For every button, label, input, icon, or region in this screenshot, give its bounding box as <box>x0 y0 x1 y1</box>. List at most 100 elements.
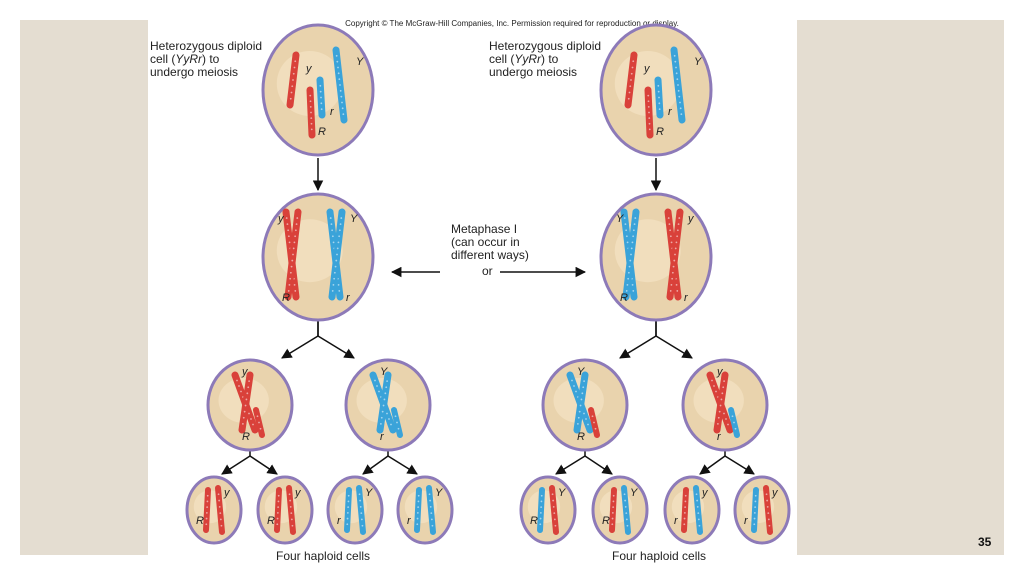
allele-label: Y <box>365 487 373 499</box>
chromosome-band <box>634 217 637 219</box>
label-line: cell (YyRr) to <box>150 52 220 66</box>
chromosome-band <box>219 512 222 515</box>
chromosome-band <box>716 422 719 425</box>
chromosome-band <box>431 524 434 527</box>
chromosome-band <box>658 108 661 111</box>
chromosome-band <box>697 518 700 521</box>
chromosome-band <box>579 404 582 407</box>
allele-label: r <box>717 431 722 443</box>
chromosome-band <box>658 102 661 105</box>
chromosome-band <box>677 84 679 86</box>
blue-chromosome <box>573 371 589 434</box>
chromosome-band <box>676 290 679 292</box>
chromosome-band <box>684 500 687 503</box>
chromosome-band <box>288 241 291 244</box>
chromosome-band <box>630 247 633 250</box>
chromosome-band <box>220 524 223 527</box>
allele-label: Y <box>577 366 585 378</box>
chromosome-band <box>247 386 250 389</box>
chromosome-band <box>754 494 757 497</box>
chromosome-band <box>417 506 420 509</box>
allele-label: r <box>407 515 412 527</box>
allele-label: Y <box>380 366 388 378</box>
chromosome-band <box>240 390 242 393</box>
chromosome-band <box>346 511 349 514</box>
chromosome-band <box>670 283 673 286</box>
chromosome-band <box>539 523 542 526</box>
blue-chromosome <box>751 487 759 533</box>
chromosome-band <box>623 217 626 219</box>
label-line: (can occur in <box>451 235 520 249</box>
chromosome-band <box>294 290 297 292</box>
chromosome-band <box>396 421 398 424</box>
metaphase-label: Metaphase I (can occur in different ways… <box>451 223 529 262</box>
chromosome-band <box>347 500 350 503</box>
cell: yr <box>681 358 769 452</box>
chromosome-band <box>360 512 363 515</box>
chromosome-band <box>206 494 209 497</box>
chromosome-band <box>678 217 681 219</box>
chromosome-band <box>289 499 292 502</box>
chromosome-band <box>551 493 554 496</box>
chromosome-band <box>626 283 629 286</box>
chromosome-band <box>294 60 297 63</box>
chromosome-band <box>291 524 294 527</box>
chromosome-band <box>359 499 362 502</box>
label-line: undergo meiosis <box>489 65 578 79</box>
allele-label: y <box>716 366 724 378</box>
allele-label: r <box>330 106 335 118</box>
chromosome-band <box>320 96 322 99</box>
chromosome-band <box>767 512 770 515</box>
chromosome-band <box>336 60 339 63</box>
chromosome-band <box>768 524 771 527</box>
chromosome-band <box>577 416 580 419</box>
cell: yR <box>206 358 294 452</box>
blue-chromosome <box>537 487 545 533</box>
red-chromosome <box>274 487 282 533</box>
allele-label: R <box>620 292 628 304</box>
chromosome-band <box>205 517 208 520</box>
chromosome-band <box>374 379 376 382</box>
chromosome-band <box>539 517 542 520</box>
blue-chromosome <box>426 485 436 535</box>
chromosome-band <box>290 91 293 94</box>
allele-label: R <box>602 515 610 527</box>
chromosome-band <box>277 494 280 497</box>
chromosome-band <box>731 415 734 418</box>
chromosome-band <box>428 493 431 496</box>
arrow <box>724 455 755 475</box>
chromosome-band <box>388 418 390 420</box>
chromosome-band <box>657 90 660 93</box>
chromosome-band <box>669 290 672 292</box>
chromosome-band <box>632 290 635 292</box>
chromosome-band <box>667 217 670 219</box>
chromosome-band <box>341 101 343 104</box>
chromosome-band <box>624 505 627 508</box>
chromosome-band <box>683 511 686 514</box>
chromosome-band <box>238 385 240 387</box>
chromosome-band <box>552 505 555 508</box>
chromosome-band <box>381 410 384 413</box>
arrow <box>584 455 613 475</box>
chromosome-band <box>338 235 341 238</box>
or-label: or <box>482 264 493 278</box>
chromosome-band <box>684 494 687 497</box>
arrow <box>619 335 657 359</box>
chromosome-band <box>335 259 338 262</box>
chromosome-band <box>658 96 660 99</box>
chromosome-band <box>754 506 757 509</box>
bottom-left-label: Four haploid cells <box>276 549 371 563</box>
chromosome-band <box>276 511 279 514</box>
left-side-panel <box>20 20 148 555</box>
chromosome-band <box>576 422 579 425</box>
chromosome-band <box>258 421 260 424</box>
chromosome-band <box>585 418 587 420</box>
chromosome-band <box>319 90 322 93</box>
chromosome-band <box>697 512 700 515</box>
chromosome-band <box>647 105 650 108</box>
chromosome-band <box>540 494 543 497</box>
arrow <box>362 455 389 475</box>
chromosome-band <box>695 493 698 496</box>
